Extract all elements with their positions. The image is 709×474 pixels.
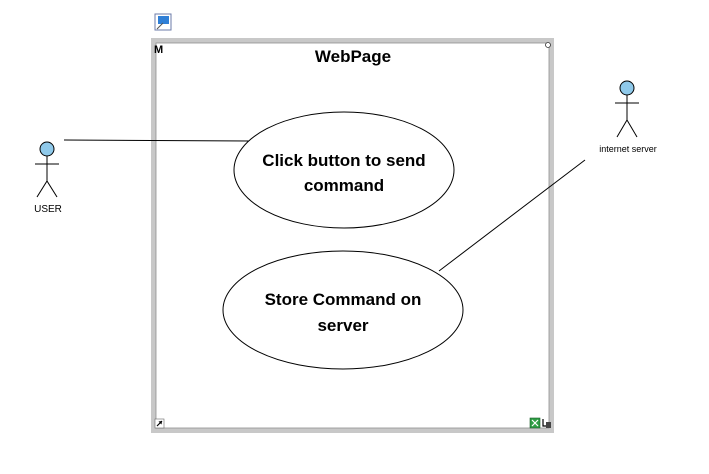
system-title: WebPage xyxy=(315,47,391,66)
actor-user[interactable]: USER xyxy=(34,141,62,215)
actor-user-label: USER xyxy=(34,204,62,215)
use-case-1-line-2: command xyxy=(304,176,384,195)
nav-icon[interactable] xyxy=(542,419,551,428)
link-arrow-icon[interactable] xyxy=(154,418,165,429)
association-user-uc1[interactable] xyxy=(63,139,251,142)
system-boundary[interactable] xyxy=(151,38,554,433)
actor-server-label: internet server xyxy=(599,144,657,154)
model-m-icon: M xyxy=(154,44,163,56)
use-case-2[interactable]: Store Command on server xyxy=(222,250,464,370)
use-case-1[interactable]: Click button to send command xyxy=(233,111,455,229)
diagram-tool-icon[interactable] xyxy=(154,13,172,31)
use-case-2-line-1: Store Command on xyxy=(265,290,422,309)
use-case-1-line-1: Click button to send xyxy=(262,151,425,170)
actor-internet-server[interactable]: internet server xyxy=(599,80,657,154)
resize-handle-icon[interactable] xyxy=(529,417,541,429)
association-server-uc2[interactable] xyxy=(438,159,586,272)
use-case-2-line-2: server xyxy=(317,316,368,335)
corner-circle-icon xyxy=(545,42,551,48)
actor-user-head xyxy=(39,141,55,157)
actor-server-head xyxy=(619,80,635,96)
